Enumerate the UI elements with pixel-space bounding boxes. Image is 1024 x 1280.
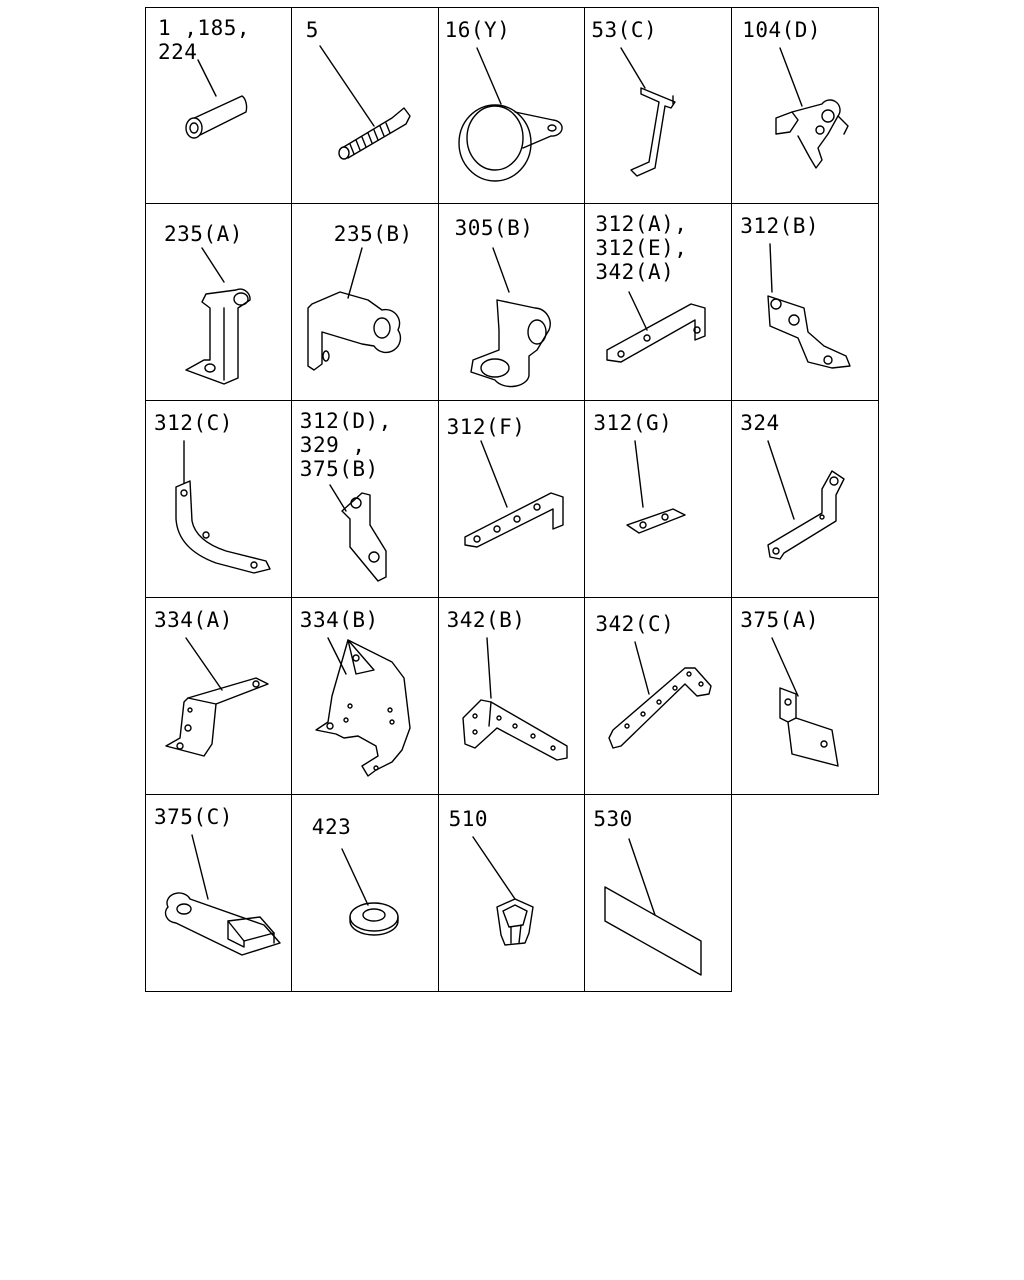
part-cell: 342(B) <box>438 598 586 795</box>
part-cell: 312(B) <box>732 204 879 401</box>
part-label: 104(D) <box>742 18 822 42</box>
part-label: 375(C) <box>154 805 233 829</box>
part-label: 53(C) <box>591 18 658 42</box>
part-label: 312(B) <box>740 214 820 238</box>
pipe-clamp-icon <box>457 47 563 182</box>
clamp-bracket-icon <box>185 247 251 385</box>
part-cell: 235(B) <box>291 204 439 401</box>
part-cell: 5 <box>291 7 439 204</box>
part-label: 312(F) <box>446 415 526 439</box>
part-cell: 305(B) <box>438 204 586 401</box>
bent-bracket-icon <box>767 440 845 560</box>
part-label: 530 <box>593 807 633 831</box>
part-label: 312(D), 329 , 375(B) <box>299 409 392 481</box>
collar-icon <box>185 59 248 139</box>
part-cell: 312(D), 329 , 375(B) <box>291 401 439 598</box>
mounting-plate-icon <box>315 637 411 777</box>
angle-bracket-icon <box>608 641 713 749</box>
empty-cell <box>732 795 879 992</box>
part-label: 375(A) <box>740 608 820 632</box>
part-label: 342(B) <box>446 608 526 632</box>
clamp-bracket-icon <box>307 247 401 371</box>
threaded-pin-icon <box>319 45 411 160</box>
label-sheet-icon <box>604 838 703 976</box>
part-cell: 1 ,185, 224 <box>145 7 292 204</box>
part-label: 235(B) <box>333 222 413 246</box>
angle-bracket-icon <box>771 637 839 767</box>
part-label: 510 <box>448 807 489 831</box>
washer-icon <box>341 848 399 936</box>
part-cell: 104(D) <box>732 7 879 204</box>
part-label: 324 <box>740 411 780 435</box>
part-cell: 510 <box>438 795 586 992</box>
angle-bracket-icon <box>461 637 568 761</box>
flat-bracket-icon <box>606 291 707 363</box>
part-cell: 312(C) <box>145 401 292 598</box>
part-cell: 16(Y) <box>438 7 586 204</box>
bent-bracket-icon <box>767 243 851 369</box>
part-cell: 312(F) <box>438 401 586 598</box>
curved-stay-icon <box>175 440 271 574</box>
flat-bracket-icon <box>463 440 564 548</box>
stay-bracket-icon <box>620 47 677 177</box>
part-cell: 312(A), 312(E), 342(A) <box>585 204 733 401</box>
part-label: 334(B) <box>299 608 379 632</box>
plate-icon <box>626 440 687 534</box>
part-cell: 375(C) <box>145 795 292 992</box>
part-label: 312(G) <box>593 411 673 435</box>
part-cell: 334(B) <box>291 598 439 795</box>
part-label: 334(A) <box>154 608 233 632</box>
part-label: 342(C) <box>595 612 675 636</box>
nut-plate-icon <box>164 834 281 956</box>
stepped-bracket-icon <box>165 637 269 757</box>
clamp-bracket-icon <box>469 247 551 388</box>
part-label: 16(Y) <box>444 18 511 42</box>
part-cell: 530 <box>585 795 733 992</box>
part-label: 235(A) <box>164 222 243 246</box>
angle-bracket-icon <box>329 484 387 582</box>
harness-clip-icon <box>775 47 849 169</box>
part-label: 5 <box>305 18 319 42</box>
part-cell: 375(A) <box>732 598 879 795</box>
part-cell: 334(A) <box>145 598 292 795</box>
part-cell: 423 <box>291 795 439 992</box>
part-label: 312(C) <box>154 411 233 435</box>
part-label: 312(A), 312(E), 342(A) <box>595 212 688 284</box>
clip-nut-icon <box>471 836 534 946</box>
part-cell: 324 <box>732 401 879 598</box>
part-label: 305(B) <box>454 216 534 240</box>
part-cell: 235(A) <box>145 204 292 401</box>
part-label: 423 <box>311 815 352 839</box>
parts-grid: 1 ,185, 224 5 16(Y) <box>145 7 879 992</box>
part-cell: 312(G) <box>585 401 733 598</box>
part-label: 1 ,185, 224 <box>158 16 251 64</box>
part-cell: 342(C) <box>585 598 733 795</box>
part-cell: 53(C) <box>585 7 733 204</box>
